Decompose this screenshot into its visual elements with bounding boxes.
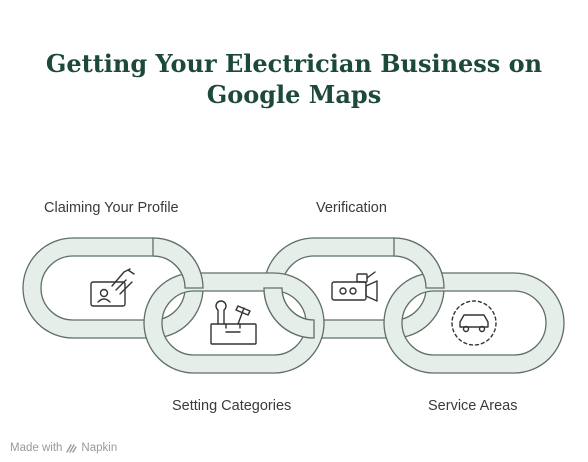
napkin-logo-icon bbox=[66, 443, 78, 453]
diagram-title: Getting Your Electrician Business on Goo… bbox=[45, 49, 543, 109]
link-label-setting-categories: Setting Categories bbox=[172, 398, 292, 414]
napkin-footer[interactable]: Made with Napkin bbox=[10, 442, 117, 454]
link-label-service-areas: Service Areas bbox=[428, 398, 518, 414]
video-camera-icon bbox=[331, 271, 378, 302]
id-card-hand-icon bbox=[90, 268, 135, 307]
car-radius-icon bbox=[451, 300, 497, 346]
toolbox-icon bbox=[210, 300, 257, 345]
made-with-text: Made with bbox=[10, 442, 63, 454]
napkin-brand-text: Napkin bbox=[81, 442, 118, 454]
chain-overlap-3b bbox=[263, 287, 315, 339]
link-label-verification: Verification bbox=[316, 200, 387, 216]
chain-overlap-1 bbox=[152, 237, 204, 289]
link-label-claiming-profile: Claiming Your Profile bbox=[44, 200, 179, 216]
chain-overlap-3 bbox=[393, 237, 445, 289]
